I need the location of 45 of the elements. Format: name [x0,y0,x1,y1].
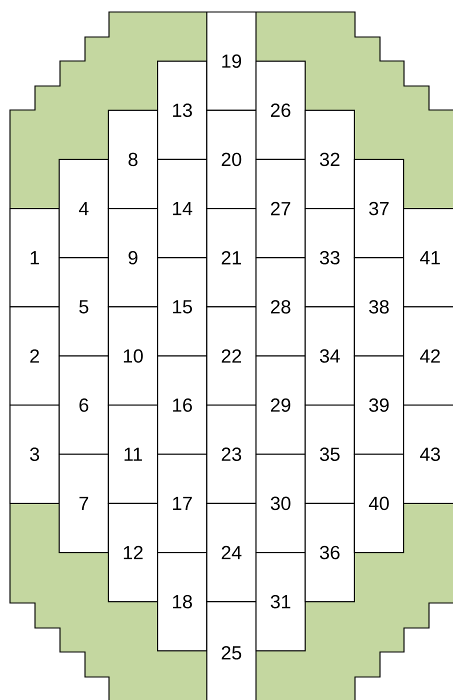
numbered-box: 7 [58,454,109,554]
numbered-box: 22 [206,306,257,406]
numbered-box: 4 [58,158,109,258]
numbered-box: 27 [255,158,306,258]
numbered-box: 26 [255,60,306,160]
numbered-box: 40 [354,454,404,554]
numbered-box: 37 [354,158,404,258]
numbered-box: 18 [157,552,208,652]
numbered-box: 20 [206,110,257,210]
numbered-box: 29 [255,355,306,455]
numbered-box: 31 [255,552,306,652]
numbered-box: 16 [157,355,208,455]
numbered-box: 38 [354,257,404,357]
numbered-box: 8 [108,110,158,210]
node-label: 41 [420,251,440,264]
node-label: 42 [420,349,440,363]
numbered-box: 12 [108,502,158,602]
numbered-box: 14 [157,158,208,258]
numbered-box: 32 [304,110,355,210]
numbered-box: 13 [157,60,208,160]
numbered-box: 39 [354,355,404,455]
numbered-box: 34 [304,306,355,406]
numbered-box: 10 [108,306,158,406]
numbered-box: 43 [403,404,453,504]
numbered-box: 19 [206,11,257,111]
numbered-box: 36 [304,502,355,602]
numbered-box: 2 [9,306,60,406]
numbered-box: 6 [58,355,109,455]
numbered-box: 15 [157,257,208,357]
numbered-box: 9 [108,208,158,308]
numbered-box: 23 [206,404,257,504]
numbered-box: 24 [206,502,257,602]
numbered-box: 28 [255,257,306,357]
numbered-box: 42 [403,306,453,406]
numbered-box: 17 [157,454,208,554]
numbered-box: 1 [9,208,60,308]
numbered-box: 33 [304,208,355,308]
numbered-box: 25 [206,601,257,700]
numbered-box: 35 [304,404,355,504]
numbered-box: 3 [9,404,60,504]
numbered-box: 30 [255,454,306,554]
numbered-box: 41 [403,208,453,308]
numbered-box: 21 [206,208,257,308]
numbered-box: 11 [108,404,158,504]
numbered-box: 5 [58,257,109,357]
